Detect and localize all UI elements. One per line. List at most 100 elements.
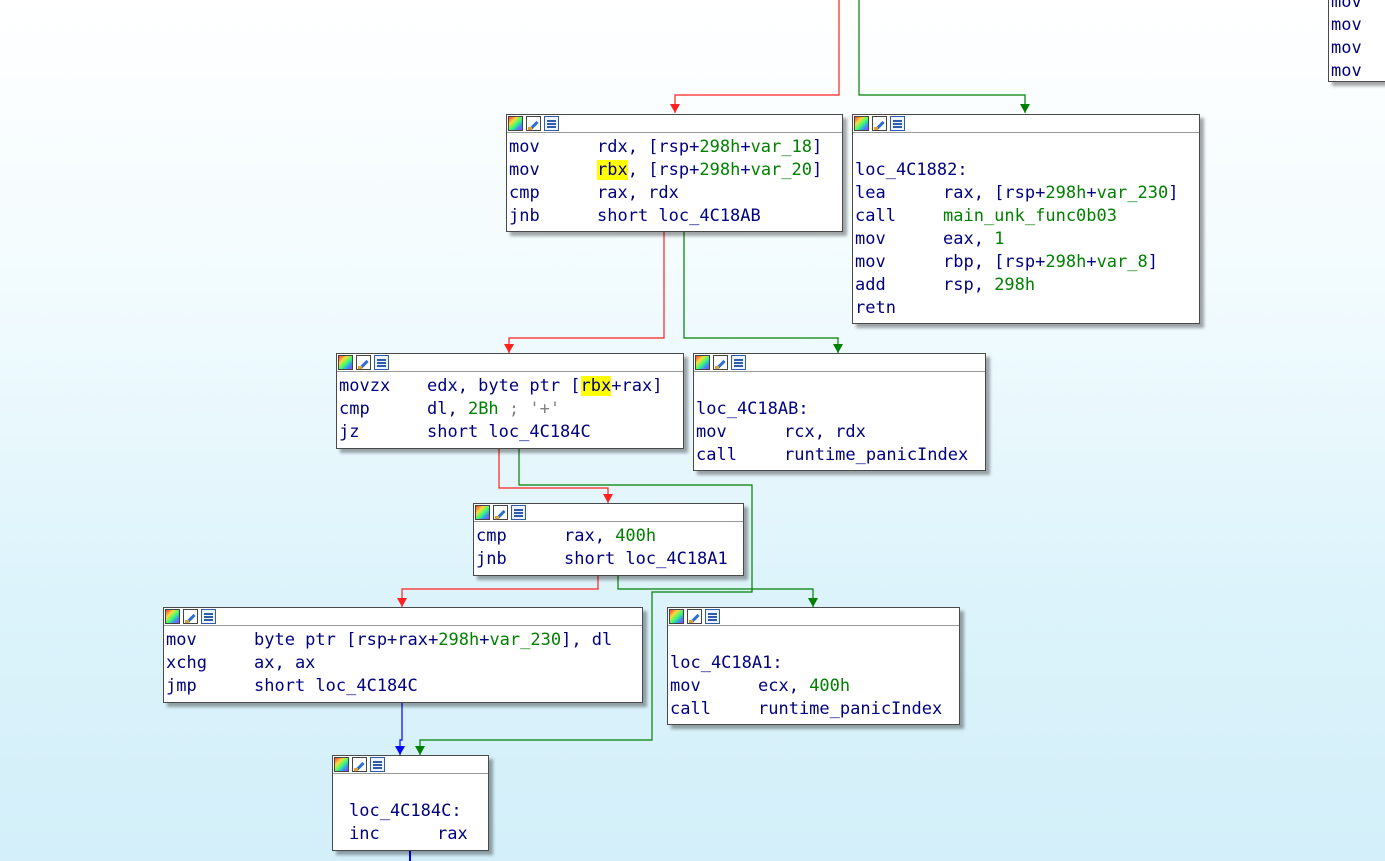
operand: ax, ax [254, 653, 316, 673]
location-label[interactable]: loc_4C184C: [349, 801, 462, 821]
edit-icon[interactable] [872, 116, 887, 131]
edge-store-jmp [395, 702, 405, 755]
color-palette-icon[interactable] [165, 609, 180, 624]
block-header [853, 115, 1199, 133]
operand: rcx, rdx [784, 422, 866, 442]
graph-overview-icon[interactable] [544, 116, 559, 131]
edge-incoming-true [858, 0, 1030, 113]
location-label[interactable]: loc_4C1882: [855, 160, 968, 180]
operand-jump-target[interactable]: short loc_4C18AB [597, 206, 761, 226]
operand: ecx, 400h [758, 676, 851, 696]
edge-incoming-false [670, 0, 840, 113]
block-header [668, 608, 959, 626]
highlighted-register[interactable]: rbx [580, 376, 612, 396]
operand: dl, 2Bh ; '+' [427, 399, 561, 419]
graph-overview-icon[interactable] [890, 116, 905, 131]
instruction-line: mov [1331, 61, 1362, 81]
edge-movzx-false [498, 448, 613, 503]
operand: rax [437, 824, 468, 844]
code-block-top-right-partial[interactable]: mov mov mov mov [1328, 0, 1385, 82]
graph-overview-icon[interactable] [374, 355, 389, 370]
edit-icon[interactable] [713, 355, 728, 370]
operand-call-target[interactable]: main_unk_func0b03 [943, 206, 1117, 226]
edge-cmp-rdx-false [504, 231, 665, 353]
color-palette-icon[interactable] [669, 609, 684, 624]
instruction-line: mov [1331, 38, 1362, 58]
graph-overview-icon[interactable] [511, 505, 526, 520]
edge-cmp-400-true [617, 575, 818, 607]
operand-call-target[interactable]: runtime_panicIndex [758, 699, 943, 719]
operand: rsp, 298h [943, 275, 1036, 295]
edit-icon[interactable] [493, 505, 508, 520]
operand-jump-target[interactable]: short loc_4C184C [427, 422, 591, 442]
graph-overview-icon[interactable] [201, 609, 216, 624]
operand-jump-target[interactable]: short loc_4C184C [254, 676, 418, 696]
edit-icon[interactable] [687, 609, 702, 624]
color-palette-icon[interactable] [334, 757, 349, 772]
operand: rax, [rsp+298h+var_230] [943, 183, 1179, 203]
block-header [164, 608, 642, 626]
operand-jump-target[interactable]: short loc_4C18A1 [564, 549, 728, 569]
operand: rbp, [rsp+298h+var_8] [943, 252, 1158, 272]
location-label[interactable]: loc_4C18AB: [696, 399, 809, 419]
operand: rdx, [rsp+298h+var_18] [597, 137, 823, 157]
color-palette-icon[interactable] [695, 355, 710, 370]
block-header [474, 504, 743, 522]
color-palette-icon[interactable] [854, 116, 869, 131]
block-header [333, 756, 488, 774]
graph-overview-icon[interactable] [705, 609, 720, 624]
color-palette-icon[interactable] [508, 116, 523, 131]
color-palette-icon[interactable] [475, 505, 490, 520]
edit-icon[interactable] [356, 355, 371, 370]
color-palette-icon[interactable] [338, 355, 353, 370]
edit-icon[interactable] [352, 757, 367, 772]
edge-cmp-400-false [397, 575, 599, 607]
operand-call-target[interactable]: runtime_panicIndex [784, 445, 969, 465]
graph-overview-icon[interactable] [731, 355, 746, 370]
location-label[interactable]: loc_4C18A1: [670, 653, 783, 673]
operand: rax, rdx [597, 183, 679, 203]
highlighted-register[interactable]: rbx [597, 160, 628, 180]
graph-overview-icon[interactable] [370, 757, 385, 772]
instruction-line: retn [855, 298, 896, 318]
operand: eax, 1 [943, 229, 1005, 249]
edge-cmp-rdx-true [683, 231, 843, 353]
operand: rbx, [rsp+298h+var_20] [597, 160, 823, 180]
edit-icon[interactable] [183, 609, 198, 624]
operand: edx, byte ptr [rbx+rax] [427, 376, 663, 396]
instruction-line: mov [1331, 0, 1362, 12]
block-header [507, 115, 842, 133]
edit-icon[interactable] [526, 116, 541, 131]
block-header [694, 354, 985, 372]
